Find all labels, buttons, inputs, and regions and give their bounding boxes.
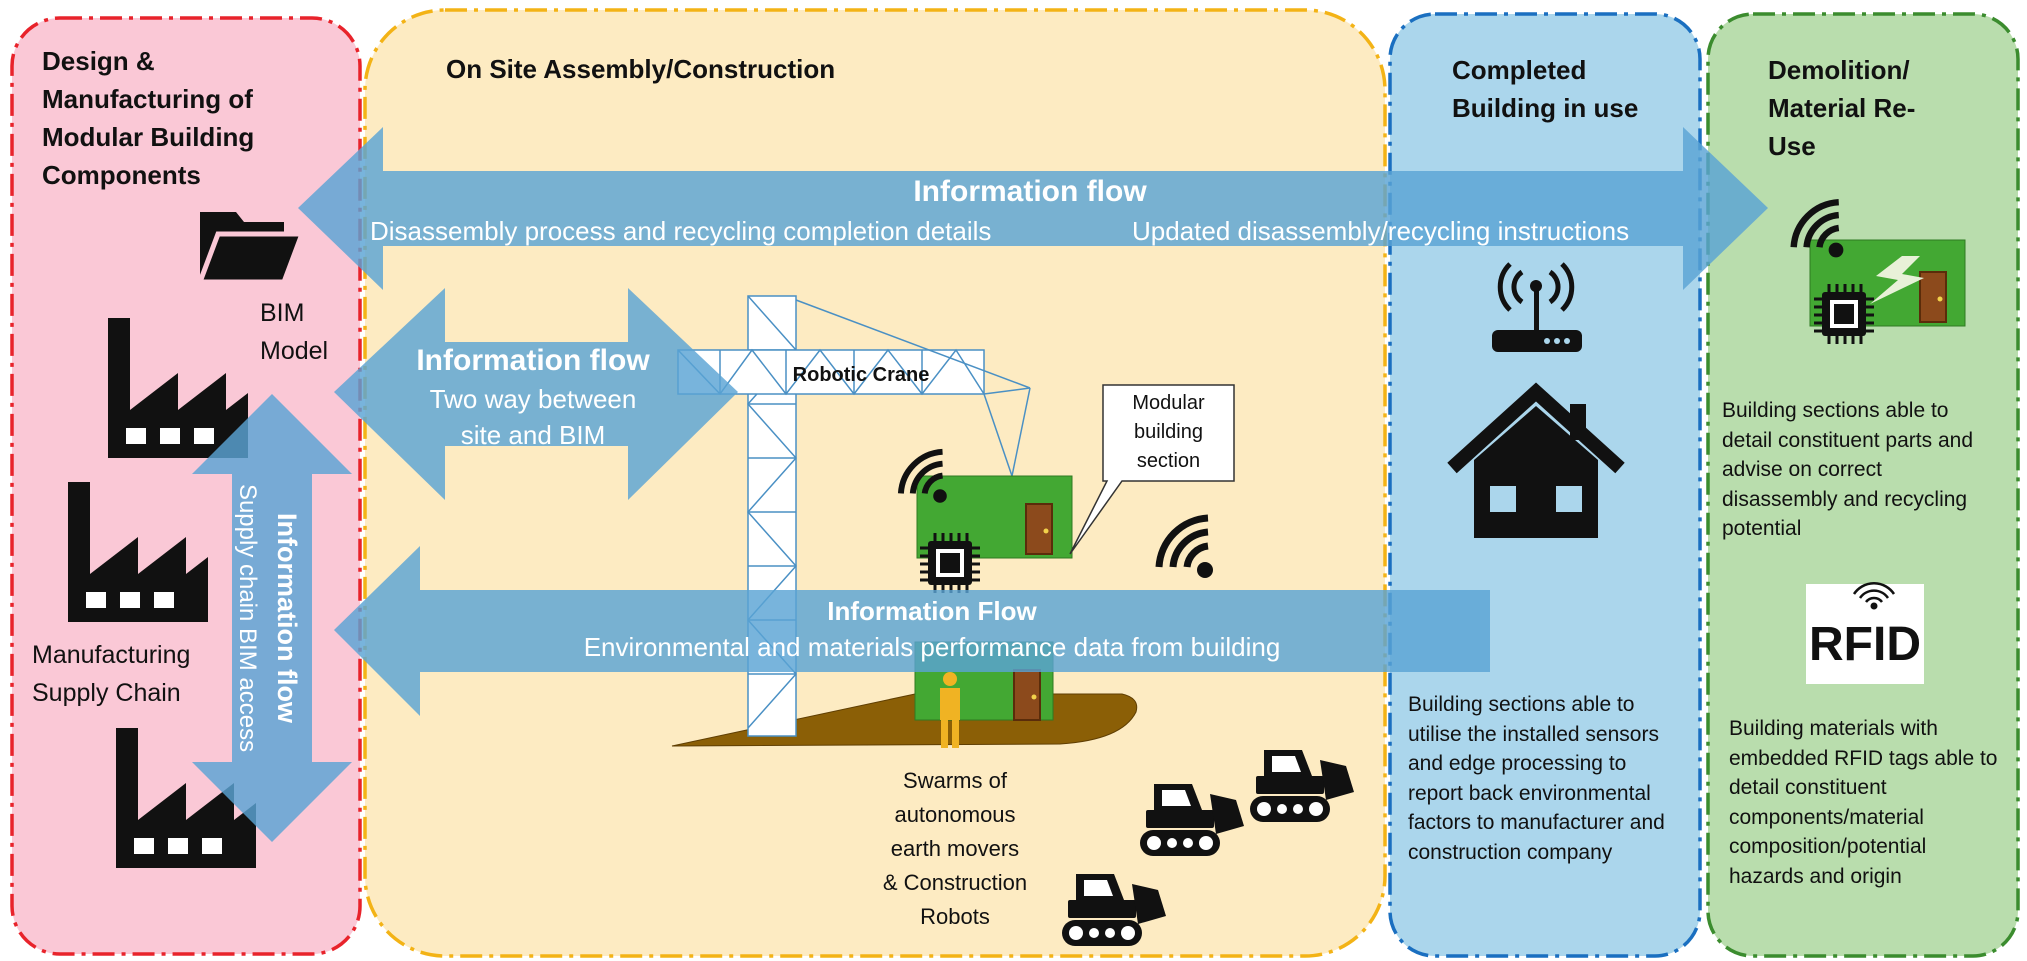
completed-title: Completed Building in use — [1452, 55, 1639, 123]
chip-icon — [918, 531, 982, 595]
chip-icon — [1812, 282, 1876, 346]
bottom-arrow-subtitle: Environmental and materials performance … — [584, 632, 1281, 662]
onsite-title: On Site Assembly/Construction — [446, 54, 836, 84]
callout-bubble — [1069, 384, 1235, 555]
site-bim-line1: Two way between — [430, 384, 637, 414]
router-icon — [1492, 262, 1582, 352]
supply-chain-label: Manufacturing Supply Chain — [32, 641, 191, 707]
bim-model-label: BIM Model — [260, 299, 329, 365]
modular-callout-text: Modular building section — [1132, 392, 1205, 472]
robots-label: Swarms of autonomous earth movers & Cons… — [882, 768, 1028, 929]
rfid-icon: RFID — [1806, 582, 1924, 684]
folder-icon — [196, 212, 306, 285]
rfid-text: RFID — [1809, 618, 1921, 671]
top-arrow-left-text: Disassembly process and recycling comple… — [370, 216, 991, 246]
supply-arrow-subtitle: Supply chain BIM access — [234, 484, 261, 752]
crane-label: Robotic Crane — [793, 364, 930, 386]
design-title: Design & Manufacturing of Modular Buildi… — [42, 46, 255, 190]
top-information-arrow — [298, 127, 1768, 290]
demolition-description-top: Building sections able to detail constit… — [1722, 399, 1973, 540]
demolition-description-bottom: Building materials with embedded RFID ta… — [1729, 717, 1998, 888]
bottom-arrow-title: Information Flow — [827, 596, 1037, 626]
door-icon — [1013, 669, 1041, 721]
door-icon — [1025, 503, 1053, 555]
person-icon — [940, 672, 960, 748]
site-bim-line2: site and BIM — [461, 420, 606, 450]
demolition-title: Demolition/ Material Re- Use — [1768, 55, 1916, 161]
door-icon — [1919, 271, 1947, 323]
site-bim-arrow — [334, 288, 738, 500]
top-arrow-title: Information flow — [913, 175, 1147, 208]
lightning-crack-icon — [1870, 256, 1924, 304]
supply-chain-arrow — [192, 394, 352, 842]
completed-description: Building sections able to utilise the in… — [1408, 693, 1665, 864]
bottom-information-arrow — [334, 546, 1490, 716]
house-icon — [1447, 382, 1625, 538]
supply-arrow-title: Information flow — [272, 513, 302, 724]
top-arrow-right-text: Updated disassembly/recycling instructio… — [1132, 216, 1629, 246]
site-bim-title: Information flow — [416, 344, 650, 377]
